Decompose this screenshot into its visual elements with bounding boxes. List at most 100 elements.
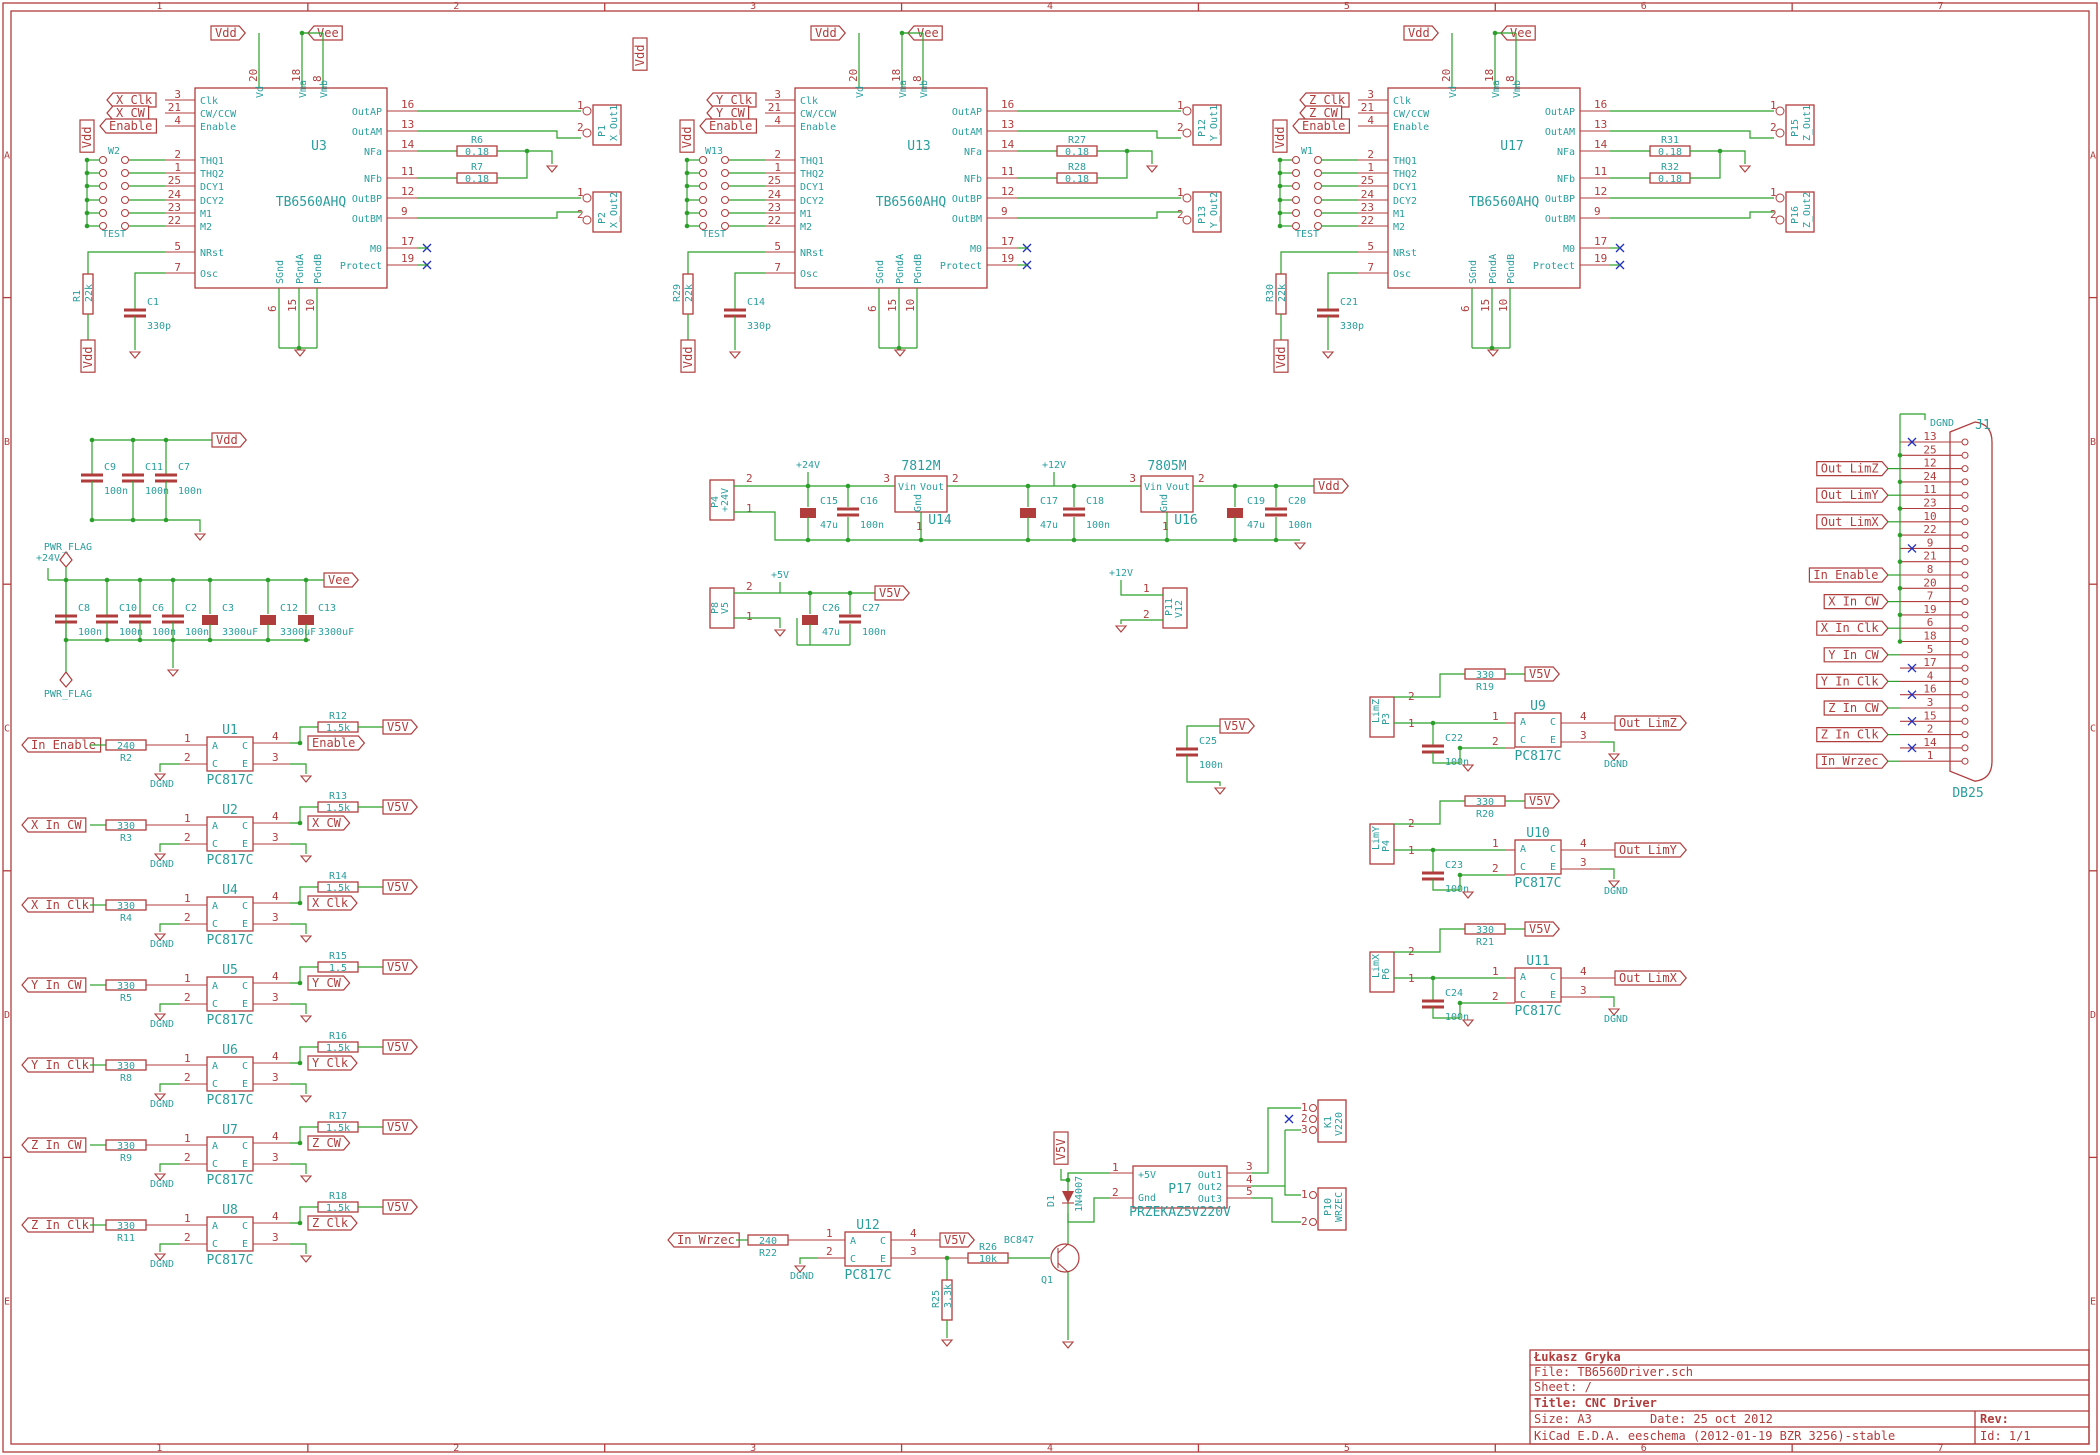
jumper-pad — [721, 156, 729, 164]
net-label-v5v: V5V — [1524, 666, 1560, 682]
jumper-ref: W13 — [705, 146, 723, 157]
net-label-v5v: V5V — [382, 1199, 418, 1215]
net-label-v5v: V5V — [1524, 921, 1560, 937]
opto-ref: U12 — [856, 1218, 879, 1233]
pin-number: 2 — [1177, 208, 1184, 221]
connector-body — [709, 479, 735, 521]
grid-row-right: C — [2090, 724, 2096, 735]
ground-symbol — [166, 669, 180, 677]
pin-number: 1 — [826, 1227, 833, 1240]
net-label-text: Vdd — [80, 127, 94, 149]
pin-name: Enable — [800, 122, 836, 133]
net-label-outline — [1816, 673, 1889, 690]
net-label-outline — [632, 37, 648, 71]
pin-name: A — [1520, 972, 1526, 983]
ground-symbol — [773, 629, 787, 637]
tb-tool: KiCad E.D.A. eeschema (2012-01-19 BZR 32… — [1534, 1429, 1895, 1443]
capacitor-value: 330p — [147, 321, 171, 332]
junction-dot — [805, 537, 811, 543]
pin-number: 20 — [1440, 69, 1453, 82]
junction-dot — [899, 30, 905, 36]
jumper-pad — [1314, 156, 1322, 164]
net-label-text: Z_In_Clk — [31, 1218, 90, 1232]
net-label-text: Y_In_Clk — [1821, 674, 1880, 688]
junction-dot — [89, 517, 95, 523]
ground-symbol — [299, 935, 313, 943]
pin-name: PGndA — [295, 254, 306, 284]
junction-dot — [918, 537, 924, 543]
ground-symbol — [1293, 542, 1307, 550]
connector-label: V12 — [1174, 600, 1185, 618]
pin-number: 2 — [184, 911, 191, 924]
capacitor-ref: C13 — [318, 603, 336, 614]
grid-row-left: B — [4, 437, 10, 448]
ground-triangle — [1461, 891, 1475, 899]
junction-dot — [1232, 537, 1238, 543]
pin-number: 1 — [1177, 186, 1184, 199]
db25-connector: J1DB251325122411231022921820719618517416… — [1808, 413, 1993, 801]
net-label-outline — [382, 879, 418, 895]
wire — [734, 272, 765, 310]
resistor-ref: R12 — [329, 711, 347, 722]
wire — [1394, 673, 1465, 698]
pin-number: 4 — [272, 730, 279, 743]
resistor-value: 1.5 — [329, 963, 347, 974]
connector-ref: P10 — [1323, 1198, 1334, 1216]
junction-dot — [1897, 453, 1903, 458]
connector-body — [1317, 1187, 1347, 1231]
resistor-ref: R14 — [329, 871, 347, 882]
diode-ref: D1 — [1046, 1195, 1057, 1207]
capacitor-ref: C2 — [185, 603, 197, 614]
opto-body — [1514, 967, 1562, 1003]
resistor-value: 0.18 — [1658, 174, 1682, 185]
pin-name: NFb — [364, 174, 382, 185]
wire — [1600, 868, 1615, 879]
driver-part: TB6560AHQ — [1469, 195, 1540, 210]
pin-name: Osc — [800, 269, 818, 280]
pin-number: 1 — [1492, 837, 1499, 850]
resistor-value: 0.18 — [1065, 174, 1089, 185]
jumper-pad — [1292, 156, 1300, 164]
pin-name: THQ2 — [1393, 169, 1417, 180]
resistor-value: 330 — [117, 1221, 135, 1232]
wire — [290, 1126, 318, 1144]
connector-ref: P16 — [1790, 206, 1801, 224]
net-label-outline — [307, 1215, 358, 1231]
pin-name: DCY1 — [1393, 182, 1417, 193]
capacitor-value: 100n — [119, 627, 143, 638]
wire — [1252, 1185, 1301, 1196]
connector-label: V220 — [1334, 1112, 1345, 1136]
net-label-outline — [307, 1055, 358, 1071]
pin-name: C — [1520, 990, 1526, 1001]
opto-ref: U2 — [222, 803, 238, 818]
pwr-rail-label: +24V — [36, 553, 60, 564]
resistor-value: 240 — [759, 1236, 777, 1247]
pin-number: 14 — [1001, 138, 1015, 151]
wire — [417, 211, 581, 219]
no-connect-stroke — [1284, 1114, 1294, 1124]
no-connect-stroke — [1907, 663, 1917, 673]
jumper-pad — [1314, 169, 1322, 177]
wire — [1432, 1002, 1505, 1019]
net-label-v5v: V5V — [382, 799, 418, 815]
junction-dot — [297, 1220, 303, 1226]
ground-label: DGND — [150, 859, 174, 870]
net-label-outline — [1816, 487, 1889, 503]
junction-dot — [297, 900, 303, 906]
opto-ref: U4 — [222, 883, 238, 898]
pin-name: OutBP — [1545, 194, 1575, 205]
resistor-value: 1.5k — [326, 1123, 350, 1134]
junction-dot — [297, 980, 303, 986]
ground-symbol — [299, 1095, 313, 1103]
net-label-text: V5V — [387, 1040, 409, 1054]
net-label-text: Vdd — [1318, 479, 1340, 493]
net-label-outline — [382, 719, 418, 735]
pin-name: M0 — [1563, 244, 1575, 255]
